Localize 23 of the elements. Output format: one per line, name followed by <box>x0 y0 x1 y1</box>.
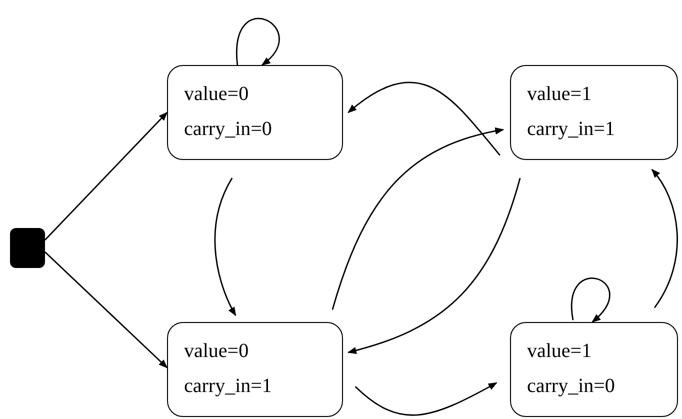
arrow <box>651 168 678 308</box>
arrow <box>214 178 236 316</box>
arrow <box>354 382 498 416</box>
arrow <box>44 112 168 240</box>
self-loop-arrow <box>236 18 280 66</box>
state-label: carry_in=1 <box>527 117 615 141</box>
state-box <box>167 322 343 417</box>
arrow <box>44 252 168 368</box>
state-label: carry_in=0 <box>527 374 615 398</box>
state-label: carry_in=1 <box>184 374 272 398</box>
state-box <box>510 322 678 417</box>
arrow <box>347 178 521 354</box>
state-box <box>167 65 343 160</box>
arrow <box>348 82 500 156</box>
state-label: value=1 <box>527 339 592 363</box>
initial-state-square <box>10 228 45 268</box>
state-box <box>510 65 678 160</box>
state-label: value=0 <box>184 339 249 363</box>
arrow <box>332 128 504 310</box>
state-label: carry_in=0 <box>184 117 272 141</box>
self-loop-arrow <box>571 278 610 323</box>
state-label: value=1 <box>527 82 592 106</box>
state-label: value=0 <box>184 82 249 106</box>
